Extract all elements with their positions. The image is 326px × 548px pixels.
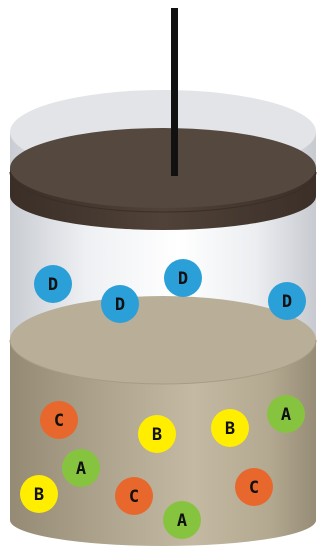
particle-circle [101,285,139,323]
particle-circle [268,282,306,320]
particle-label: D [178,269,188,289]
particle-label: B [34,485,44,505]
particle-circle [115,477,153,515]
particle-circle [40,401,78,439]
particle-b: B [20,475,58,513]
particle-label: A [76,459,86,479]
particle-circle [34,265,72,303]
particle-c: C [235,468,273,506]
particle-d: D [164,259,202,297]
particle-d: D [268,282,306,320]
particle-circle [211,409,249,447]
particle-circle [267,395,305,433]
particle-label: C [54,411,64,431]
particle-b: B [211,409,249,447]
particle-label: D [282,292,292,312]
particle-c: C [40,401,78,439]
particle-c: C [115,477,153,515]
particle-label: D [115,295,125,315]
particle-a: A [163,501,201,539]
particle-circle [138,415,176,453]
particle-label: C [249,478,259,498]
particle-a: A [267,395,305,433]
particle-label: A [177,511,187,531]
particle-circle [163,501,201,539]
particle-d: D [34,265,72,303]
particle-label: B [152,425,162,445]
particle-label: B [225,419,235,439]
particle-d: D [101,285,139,323]
piston-rod [171,8,178,176]
particle-circle [62,449,100,487]
particle-circle [164,259,202,297]
particle-label: C [129,487,139,507]
particle-circle [235,468,273,506]
particle-b: B [138,415,176,453]
particle-a: A [62,449,100,487]
particle-label: D [48,275,58,295]
particles-group: D D D D C B B A A B C C A [20,259,306,539]
particle-circle [20,475,58,513]
piston [9,128,317,230]
particle-label: A [281,405,291,425]
